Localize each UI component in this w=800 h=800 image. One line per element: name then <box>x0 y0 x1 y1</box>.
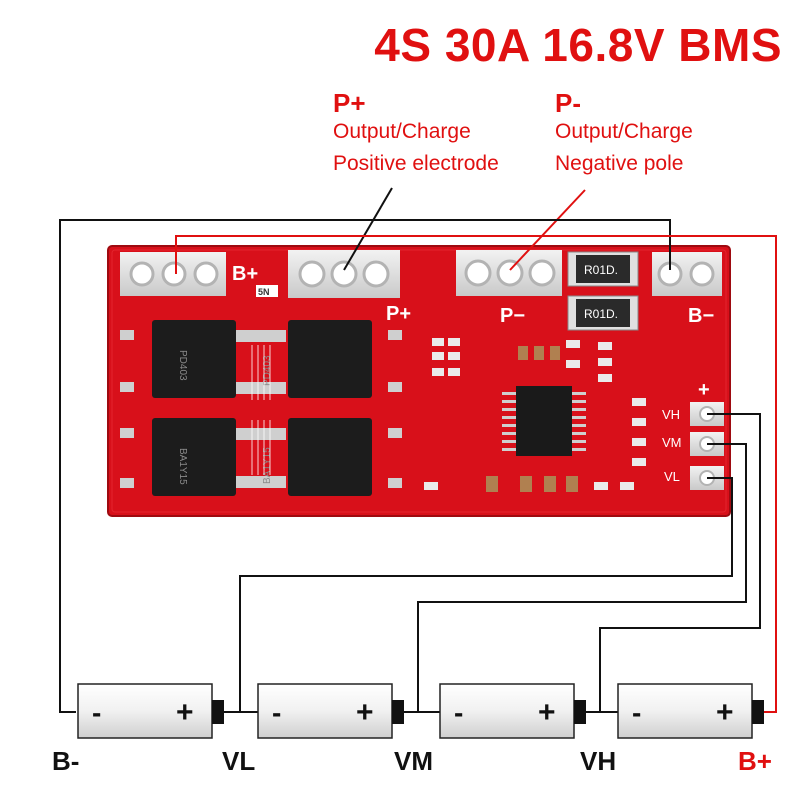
control-ic <box>502 386 586 456</box>
mosfet-4: BA1Y15 <box>262 418 372 496</box>
mosfet-3-marking: BA1Y15 <box>177 448 188 485</box>
pcb-label-pplus: P+ <box>386 303 411 325</box>
pointer-pplus <box>343 187 393 271</box>
pointer-pminus <box>509 189 586 271</box>
small-component <box>256 285 278 297</box>
via-strips <box>251 345 271 475</box>
battery-cell-1: - + <box>77 683 224 739</box>
cell-1-pos: + <box>176 696 194 729</box>
smd-components <box>424 338 646 492</box>
cell-2-pos: + <box>356 696 374 729</box>
mosfet-2: PD403 <box>262 320 372 398</box>
balance-pads <box>690 402 724 490</box>
battery-cell-2: - + <box>257 683 404 739</box>
cell-2-neg: - <box>272 697 281 728</box>
wire-vh <box>599 413 761 712</box>
p-minus-label: P- <box>555 88 581 118</box>
battery-cell-3: - + <box>439 683 586 739</box>
mosfet-pads <box>120 330 402 488</box>
page-title: 4S 30A 16.8V BMS <box>374 19 782 71</box>
pin-label-vh: VH <box>662 407 680 422</box>
wire-vm <box>417 443 747 712</box>
mosfet-1-marking: PD403 <box>177 350 188 381</box>
pcb-label-bplus: B+ <box>232 263 258 285</box>
cell-4-neg: - <box>632 697 641 728</box>
shunt-resistor-bottom: R01D. <box>567 295 639 331</box>
pcb-board: B+ 5N P+ P− R01D. R01D. <box>107 245 731 517</box>
p-plus-label: P+ <box>333 88 366 118</box>
shunt-resistor-top: R01D. <box>567 251 639 287</box>
pin-label-vl: VL <box>664 469 680 484</box>
p-minus-desc-line1: Output/Charge <box>555 120 693 143</box>
mosfet-2-marking: PD403 <box>262 355 273 386</box>
mosfet-4-marking: BA1Y15 <box>262 447 273 484</box>
pcb-label-pminus: P− <box>500 305 525 327</box>
bottom-label-bplus: B+ <box>738 746 772 776</box>
battery-cell-4: - + <box>617 683 764 739</box>
resistor-marking-2: R01D. <box>584 307 618 321</box>
pad-pplus-top <box>288 250 400 298</box>
resistor-marking-1: R01D. <box>584 263 618 277</box>
mosfet-3: BA1Y15 <box>152 418 236 496</box>
pcb-plus-mark: + <box>698 379 710 401</box>
p-minus-desc-line2: Negative pole <box>555 152 684 175</box>
pcb-label-bminus: B− <box>688 305 714 327</box>
small-component-marking: 5N <box>258 287 270 297</box>
wire-vl <box>239 477 733 712</box>
p-plus-desc-line1: Output/Charge <box>333 120 471 143</box>
cell-1-neg: - <box>92 697 101 728</box>
cell-3-neg: - <box>454 697 463 728</box>
bottom-label-vl: VL <box>222 746 256 776</box>
p-plus-desc-line2: Positive electrode <box>333 152 499 175</box>
pad-bplus-top <box>120 252 226 296</box>
wire-bplus <box>175 235 777 713</box>
pin-label-vm: VM <box>662 435 682 450</box>
pad-bminus-top <box>652 252 722 296</box>
bottom-label-vh: VH <box>580 746 617 776</box>
pad-pminus-top <box>456 250 562 296</box>
cell-4-pos: + <box>716 696 734 729</box>
bottom-label-vm: VM <box>394 746 433 776</box>
bottom-label-bminus: B- <box>52 746 80 776</box>
mosfet-1: PD403 <box>152 320 236 398</box>
cell-3-pos: + <box>538 696 556 729</box>
